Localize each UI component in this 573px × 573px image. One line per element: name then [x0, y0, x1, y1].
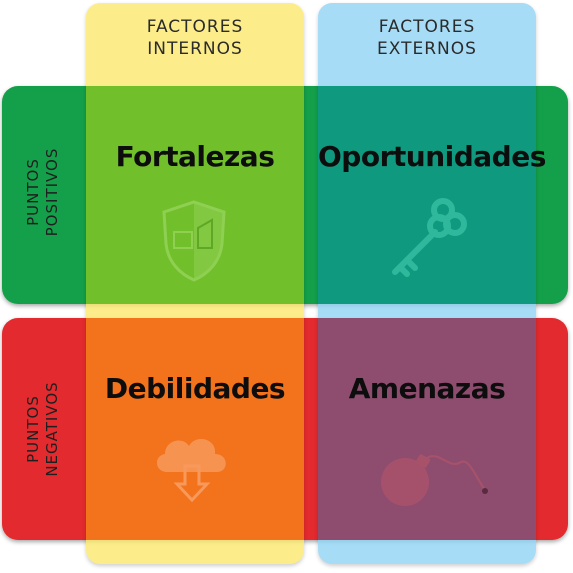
- side-label-line: POSITIVOS: [43, 147, 61, 237]
- oportunidades-quadrant: [318, 86, 536, 304]
- key-icon: [385, 196, 475, 286]
- side-label-line: NEGATIVOS: [43, 381, 61, 477]
- header-line: INTERNOS: [147, 39, 243, 59]
- header-line: EXTERNOS: [377, 39, 477, 59]
- external-factors-header: FACTORES EXTERNOS: [318, 16, 536, 60]
- shield-icon: [158, 198, 230, 282]
- bomb-icon: [379, 450, 499, 512]
- cloud-download-icon: [147, 426, 237, 506]
- positive-points-label: PUNTOS POSITIVOS: [24, 142, 62, 242]
- header-line: FACTORES: [146, 17, 244, 37]
- side-label-line: PUNTOS: [24, 158, 42, 226]
- oportunidades-title: Oportunidades: [318, 140, 546, 173]
- amenazas-quadrant: [318, 318, 536, 540]
- amenazas-title: Amenazas: [348, 372, 506, 405]
- debilidades-title: Debilidades: [104, 372, 286, 405]
- header-line: FACTORES: [378, 17, 476, 37]
- negative-points-label: PUNTOS NEGATIVOS: [24, 379, 62, 479]
- fortalezas-title: Fortalezas: [115, 140, 275, 173]
- internal-factors-header: FACTORES INTERNOS: [86, 16, 304, 60]
- side-label-line: PUNTOS: [24, 395, 42, 463]
- debilidades-quadrant: [86, 318, 304, 540]
